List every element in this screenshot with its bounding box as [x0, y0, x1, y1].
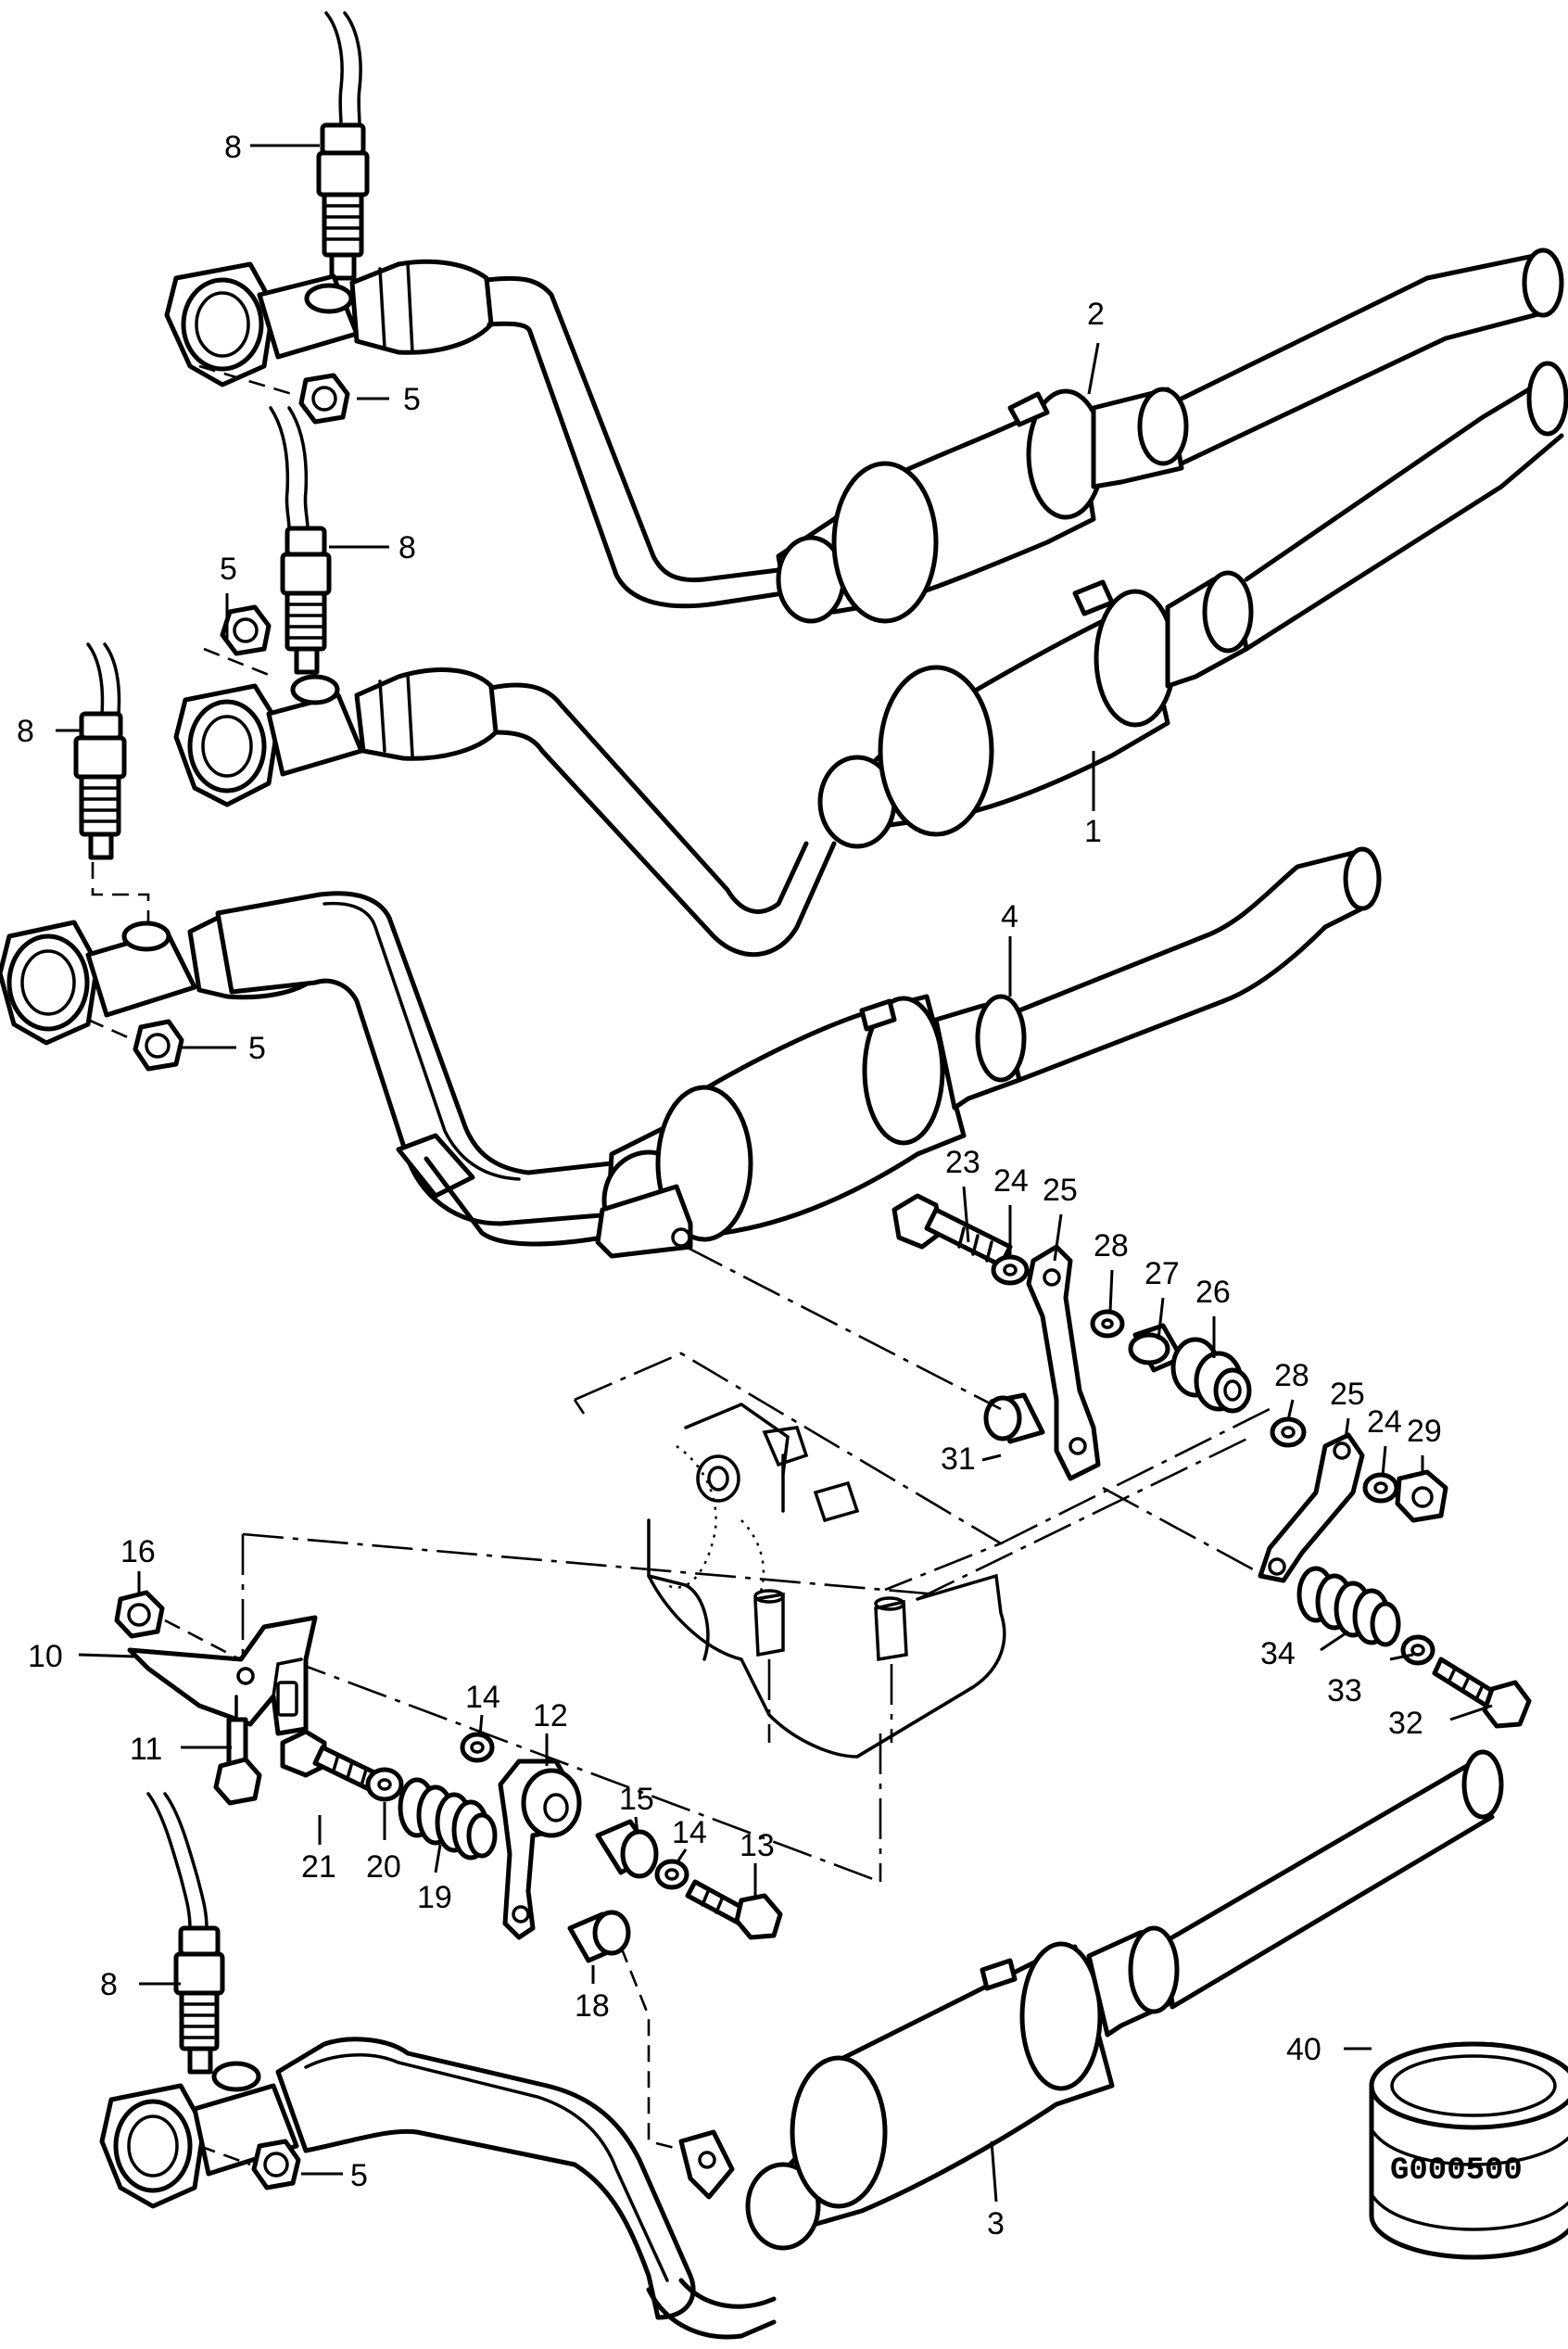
hanger-parts-right	[685, 1193, 1532, 1729]
label-part-25: 25	[1330, 1377, 1365, 1412]
label-part-33: 33	[1327, 1673, 1362, 1708]
label-part-5: 5	[350, 2158, 368, 2193]
label-part-11: 11	[130, 1732, 162, 1767]
exhaust-assembly-4	[0, 642, 1382, 1259]
label-part-16: 16	[120, 1534, 156, 1569]
label-part-8: 8	[100, 1967, 118, 2002]
label-part-31: 31	[941, 1441, 976, 1477]
label-part-20: 20	[366, 1849, 401, 1885]
label-part-5: 5	[220, 552, 237, 587]
label-part-3: 3	[987, 2206, 1005, 2241]
label-part-28: 28	[1094, 1228, 1129, 1263]
label-part-13: 13	[740, 1828, 775, 1863]
label-part-12: 12	[533, 1698, 568, 1733]
label-part-28: 28	[1274, 1358, 1309, 1393]
exhaust-assembly-3	[99, 1749, 1504, 2340]
label-part-14: 14	[672, 1815, 707, 1850]
callout-labels: 8 5 2 5 8 8 1 4 5 23 24 25 28 27 26 28 2…	[17, 130, 1442, 2241]
body-mount-outline	[241, 1352, 1271, 1884]
label-part-5: 5	[403, 382, 421, 417]
label-part-34: 34	[1260, 1636, 1296, 1671]
label-part-10: 10	[28, 1639, 63, 1674]
leader-lines	[56, 144, 1493, 2203]
label-part-19: 19	[417, 1880, 452, 1915]
label-part-5: 5	[248, 1031, 266, 1066]
label-part-21: 21	[301, 1849, 336, 1885]
exhaust-assembly-1	[173, 361, 1568, 958]
label-part-8: 8	[398, 530, 416, 565]
label-part-40: 40	[1286, 2032, 1321, 2067]
label-part-32: 32	[1388, 1706, 1423, 1741]
label-part-23: 23	[945, 1145, 980, 1180]
label-part-8: 8	[224, 130, 242, 165]
label-part-29: 29	[1407, 1414, 1442, 1449]
label-part-8: 8	[17, 714, 34, 749]
label-part-27: 27	[1144, 1256, 1180, 1291]
label-part-4: 4	[1001, 899, 1018, 934]
exhaust-assembly-2	[164, 11, 1564, 624]
label-part-1: 1	[1084, 814, 1102, 849]
label-part-26: 26	[1195, 1275, 1231, 1310]
label-part-24: 24	[1367, 1404, 1402, 1440]
label-part-14: 14	[465, 1680, 500, 1715]
label-part-15: 15	[619, 1782, 654, 1817]
label-part-24: 24	[993, 1163, 1029, 1199]
label-part-25: 25	[1043, 1173, 1078, 1208]
label-part-2: 2	[1087, 297, 1105, 332]
ring-stamp-text: G000500	[1390, 2153, 1523, 2189]
hanger-parts-left	[114, 1590, 783, 2152]
label-part-18: 18	[575, 1988, 610, 2024]
clamp-ring-40: G000500	[1369, 2041, 1568, 2260]
